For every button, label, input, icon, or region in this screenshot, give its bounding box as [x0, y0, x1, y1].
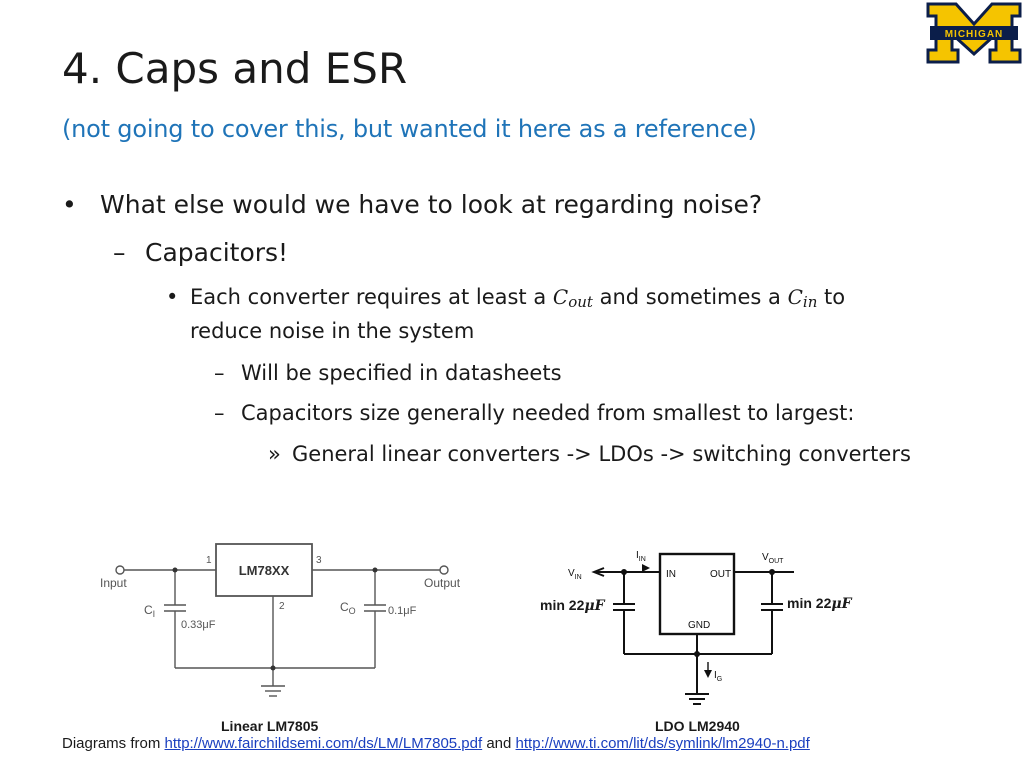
lm2940-circuit-diagram: IN OUT GND IIN VIN VOUT IG [568, 550, 794, 705]
footer-credits: Diagrams from http://www.fairchildsemi.c… [62, 735, 810, 752]
bullet-marker: – [113, 238, 126, 267]
bullet-marker: • [62, 190, 77, 219]
bullet-marker: • [166, 285, 179, 309]
c-in-symbol: Cin [787, 285, 818, 311]
link-ti-datasheet[interactable]: http://www.ti.com/lit/ds/symlink/lm2940-… [515, 735, 810, 752]
bullet-text: General linear converters -> LDOs -> swi… [292, 442, 911, 466]
bullet-text: Capacitors! [145, 238, 289, 267]
ci-label: CI [144, 603, 155, 619]
ig-label: IG [714, 670, 722, 683]
caption-ldo: LDO LM2940 [655, 718, 740, 734]
slide-title: 4. Caps and ESR [62, 44, 408, 93]
bullet-marker: – [214, 401, 225, 425]
caption-linear: Linear LM7805 [221, 718, 319, 734]
input-label: Input [100, 576, 127, 590]
michigan-logo: MICHIGAN [926, 2, 1022, 64]
bullet-level3: •Each converter requires at least a Cout… [166, 285, 846, 311]
bullet-marker: – [214, 361, 225, 385]
min-cap-left-label: min 22μF [540, 597, 605, 614]
chip-label: LM78XX [239, 563, 290, 578]
pin2-label: 2 [279, 601, 285, 612]
pin3-label: 3 [316, 555, 322, 566]
bullet-text: Will be specified in datasheets [241, 361, 562, 385]
ci-value: 0.33μF [181, 619, 216, 631]
bullet-level5: » General linear converters -> LDOs -> sw… [268, 442, 911, 466]
gnd-pin-label: GND [688, 620, 710, 631]
c-out-symbol: Cout [552, 285, 593, 311]
bullet-level1: • What else would we have to look at rega… [62, 190, 762, 219]
bullet-marker: » [268, 442, 281, 466]
logo-text: MICHIGAN [945, 29, 1004, 40]
slide-subtitle: (not going to cover this, but wanted it … [62, 115, 757, 143]
bullet-text: Capacitors size generally needed from sm… [241, 401, 855, 425]
link-fairchild-datasheet[interactable]: http://www.fairchildsemi.com/ds/LM/LM780… [164, 735, 483, 752]
bullet-level2: –Capacitors! [113, 238, 288, 267]
min-cap-right-label: min 22μF [787, 595, 852, 612]
bullet-level4: –Capacitors size generally needed from s… [214, 401, 854, 425]
bullet-level3-continuation: reduce noise in the system [190, 319, 475, 343]
output-label: Output [424, 576, 461, 590]
bullet-text: What else would we have to look at regar… [100, 190, 763, 219]
out-pin-label: OUT [710, 569, 731, 580]
vin-label: VIN [568, 568, 582, 581]
lm78xx-circuit-diagram: LM78XX 1 2 3 Input Output CI 0.33μF CO 0… [100, 543, 461, 697]
in-pin-label: IN [666, 569, 676, 580]
iin-label: IIN [636, 550, 646, 563]
co-label: CO [340, 600, 356, 616]
pin1-label: 1 [206, 555, 212, 566]
co-value: 0.1μF [388, 605, 417, 617]
bullet-level4: –Will be specified in datasheets [214, 361, 562, 385]
vout-label: VOUT [762, 552, 784, 565]
